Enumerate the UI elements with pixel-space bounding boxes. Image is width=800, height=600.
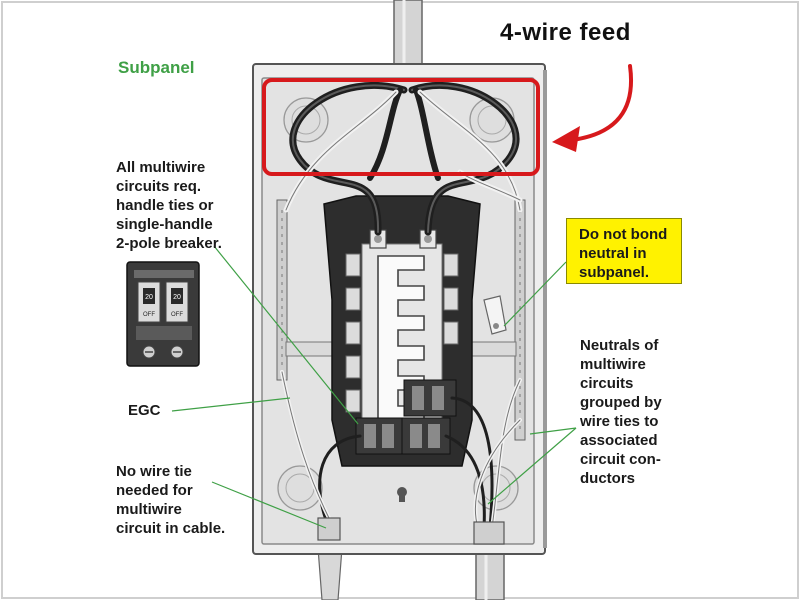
note-handle-ties: All multiwire circuits req. handle ties … [116,158,222,253]
note-line: 2-pole breaker. [116,235,222,252]
note-line: grouped by [580,394,662,411]
note-line: associated [580,432,658,449]
two-pole-breaker: 20 20 OFF OFF [126,261,200,367]
note-line: wire ties to [580,413,659,430]
note-line: ductors [580,470,636,487]
breaker-state-right: OFF [171,312,183,318]
note-egc: EGC [128,402,161,419]
note-line: No wire tie [116,463,192,480]
note-line: Neutrals of [580,337,659,354]
note-no-wire-tie: No wire tie needed for multiwire circuit… [116,462,225,538]
installed-breakers [355,379,457,455]
breaker-rating-left: 20 [145,294,153,301]
note-line: Do not bond [579,226,668,243]
bonding-screw [483,295,507,335]
feed-wires [283,82,523,236]
leader-egc [171,397,291,412]
note-line: All multiwire [116,159,206,176]
note-no-bond: Do not bond neutral in subpanel. [566,218,682,284]
bottom-conduit [475,547,505,600]
note-line: circuits req. [116,178,202,195]
diagram-title: Subpanel [118,58,195,77]
leader-no-bond [503,261,567,327]
feed-highlight-box [262,78,540,176]
note-line: circuit con- [580,451,661,468]
note-line: multiwire [580,356,646,373]
breaker-state-left: OFF [143,312,155,318]
note-line: single-handle [116,216,213,233]
note-line: needed for [116,482,193,499]
feed-label: 4-wire feed [500,19,631,46]
cable-clamps [317,517,505,545]
note-line: handle ties or [116,197,214,214]
note-line: subpanel. [579,264,650,281]
cable-connector-bottom-left [317,547,343,600]
note-line: circuits [580,375,634,392]
note-neutrals: Neutrals of multiwire circuits grouped b… [580,336,662,488]
note-line: multiwire [116,501,182,518]
top-conduit [393,0,423,69]
leader-handle-ties [213,245,359,425]
note-line: circuit in cable. [116,520,226,537]
feed-arrow [552,64,633,152]
neutral-bar [514,199,526,441]
leader-no-wire-tie [211,481,327,529]
leader-neutrals-2 [529,427,577,435]
breaker-rating-right: 20 [173,294,181,301]
leader-lines [171,245,577,529]
leader-neutrals-1 [487,427,577,505]
note-line: neutral in [579,245,647,262]
